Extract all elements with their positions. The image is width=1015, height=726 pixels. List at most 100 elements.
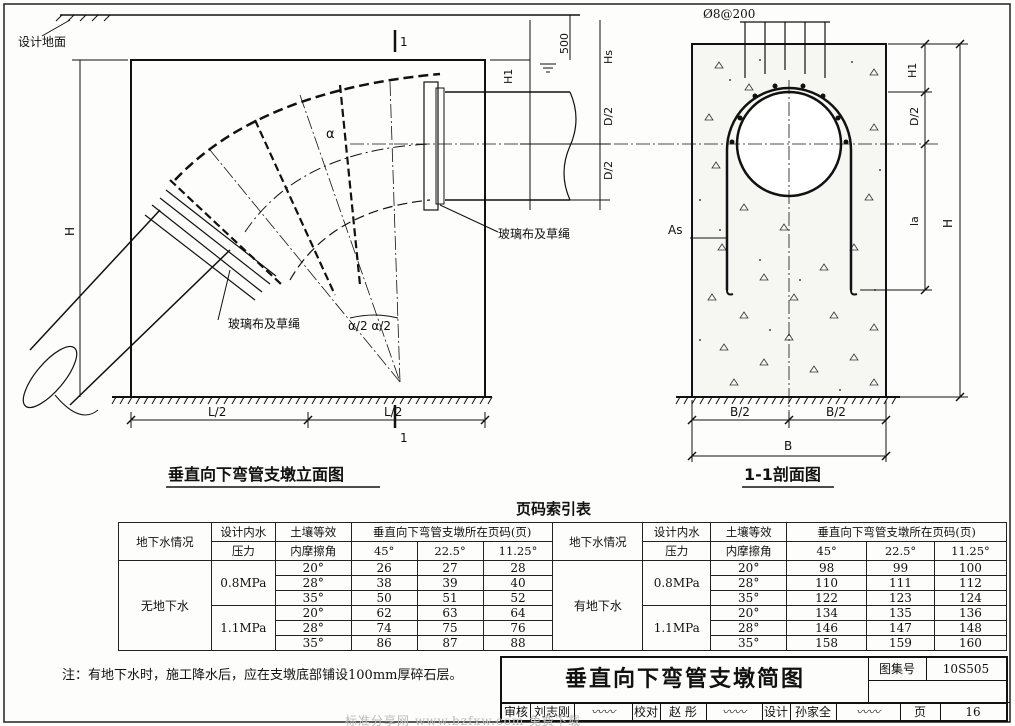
groundwater-left: 无地下水 bbox=[118, 560, 212, 651]
dim-hs: Hs bbox=[602, 50, 615, 64]
atlas-number: 10S505 bbox=[926, 658, 1006, 681]
section-h1: H1 bbox=[906, 63, 919, 78]
page-cell: 159 bbox=[866, 635, 935, 651]
hdr-pressure-right-1: 设计内水 bbox=[642, 522, 712, 542]
page-cell: 50 bbox=[350, 590, 418, 606]
sheet-frame bbox=[3, 3, 1011, 723]
wrap-label-left: 玻璃布及草绳 bbox=[228, 317, 300, 331]
page-cell: 26 bbox=[350, 560, 418, 576]
hdr-groundwater-left: 地下水情况 bbox=[118, 522, 212, 561]
hdr-pressure-left-1: 设计内水 bbox=[210, 522, 276, 542]
hdr-a11-right: 11.25° bbox=[933, 541, 1008, 561]
dim-h1: H1 bbox=[502, 69, 515, 84]
elevation-view: 设计地面 1 1 500 Hs H1 D/2 D/2 玻璃布及草绳 bbox=[18, 14, 660, 488]
pipe-inclined bbox=[29, 209, 231, 406]
section-b2-right: B/2 bbox=[826, 405, 846, 419]
hdr-pressure-right-2: 压力 bbox=[642, 541, 712, 561]
review-label: 审核 bbox=[502, 702, 531, 720]
friction-angle: 35° bbox=[274, 635, 352, 651]
friction-angle: 20° bbox=[274, 605, 352, 621]
page-cell: 63 bbox=[416, 605, 484, 621]
page-cell: 112 bbox=[933, 575, 1008, 591]
pressure-right: 1.1MPa bbox=[642, 605, 712, 651]
dim-l2-left: L/2 bbox=[208, 405, 226, 419]
hdr-a45-right: 45° bbox=[786, 541, 868, 561]
page-number: 16 bbox=[965, 705, 981, 719]
page-cell: 124 bbox=[933, 590, 1008, 606]
alpha: α bbox=[326, 127, 335, 142]
checker-name: 赵 彤 bbox=[660, 702, 707, 720]
hdr-friction-right-2: 内摩擦角 bbox=[710, 541, 788, 561]
section-b: B bbox=[784, 439, 792, 453]
wrap-label-right: 玻璃布及草绳 bbox=[498, 227, 570, 241]
friction-angle: 28° bbox=[710, 575, 788, 591]
page-cell: 28 bbox=[482, 560, 554, 576]
page-cell: 146 bbox=[786, 620, 868, 636]
page-cell: 122 bbox=[786, 590, 868, 606]
ground-label: 设计地面 bbox=[18, 35, 66, 49]
dim-d2-bottom: D/2 bbox=[602, 161, 615, 180]
page-index-table: 地下水情况 设计内水 土壤等效 垂直向下弯管支墩所在页码(页) 地下水情况 设计… bbox=[118, 522, 1008, 651]
watermark: 标准分享网 www.bzfxw.com 免费下载 bbox=[345, 714, 582, 726]
check-label: 校对 bbox=[632, 702, 661, 720]
page-cell: 62 bbox=[350, 605, 418, 621]
dim-d2-top: D/2 bbox=[602, 107, 615, 126]
page-cell: 39 bbox=[416, 575, 484, 591]
page-cell: 110 bbox=[786, 575, 868, 591]
page-cell: 40 bbox=[482, 575, 554, 591]
hdr-pages-right: 垂直向下弯管支墩所在页码(页) bbox=[786, 522, 1007, 542]
page-cell: 135 bbox=[866, 605, 935, 621]
footnote: 注：有地下水时，施工降水后，应在支墩底部铺设100mm厚碎石层。 bbox=[62, 668, 463, 683]
page-cell: 75 bbox=[416, 620, 484, 636]
section-h: H bbox=[941, 219, 955, 228]
friction-angle: 28° bbox=[274, 620, 352, 636]
section-d2: D/2 bbox=[908, 107, 921, 126]
design-label: 设计 bbox=[762, 702, 791, 720]
page-cell: 123 bbox=[866, 590, 935, 606]
page-cell: 51 bbox=[416, 590, 484, 606]
page-cell: 147 bbox=[866, 620, 935, 636]
atlas-label: 图集号 bbox=[868, 658, 927, 681]
pressure-left: 1.1MPa bbox=[210, 605, 276, 651]
page-cell: 64 bbox=[482, 605, 554, 621]
page-cell: 134 bbox=[786, 605, 868, 621]
hdr-groundwater-right: 地下水情况 bbox=[552, 522, 644, 561]
pipe-horizontal bbox=[445, 91, 570, 201]
friction-angle: 20° bbox=[710, 560, 788, 576]
checker-signature: 〰〰 bbox=[706, 702, 763, 720]
page-label: 页 bbox=[900, 702, 941, 720]
page-cell: 38 bbox=[350, 575, 418, 591]
page-cell: 148 bbox=[933, 620, 1008, 636]
table-title: 页码索引表 bbox=[516, 500, 592, 518]
page-cell: 160 bbox=[933, 635, 1008, 651]
hdr-pressure-left-2: 压力 bbox=[210, 541, 276, 561]
section-b2-left: B/2 bbox=[730, 405, 750, 419]
dim-l2-right: L/2 bbox=[384, 405, 402, 419]
section-mark-bottom: 1 bbox=[400, 431, 408, 445]
page-cell: 136 bbox=[933, 605, 1008, 621]
section-view: Ø8@200 As H1 D/2 la H bbox=[660, 7, 968, 488]
pressure-right: 0.8MPa bbox=[642, 560, 712, 606]
friction-angle: 35° bbox=[274, 590, 352, 606]
friction-angle: 35° bbox=[710, 635, 788, 651]
hdr-friction-left-2: 内摩擦角 bbox=[274, 541, 352, 561]
rebar-spec: Ø8@200 bbox=[703, 7, 755, 21]
designer-name: 孙家全 bbox=[790, 702, 837, 720]
hdr-pages-left: 垂直向下弯管支墩所在页码(页) bbox=[350, 522, 554, 542]
half-angles: α/2 α/2 bbox=[348, 319, 391, 333]
page-cell: 76 bbox=[482, 620, 554, 636]
dim-h: H bbox=[63, 227, 77, 236]
hdr-friction-right-1: 土壤等效 bbox=[710, 522, 788, 542]
friction-angle: 20° bbox=[710, 605, 788, 621]
elevation-caption: 垂直向下弯管支墩立面图 bbox=[168, 465, 344, 484]
friction-angle: 20° bbox=[274, 560, 352, 576]
page-cell: 74 bbox=[350, 620, 418, 636]
hdr-a22-left: 22.5° bbox=[416, 541, 484, 561]
as-label: As bbox=[668, 223, 682, 237]
page-cell: 86 bbox=[350, 635, 418, 651]
